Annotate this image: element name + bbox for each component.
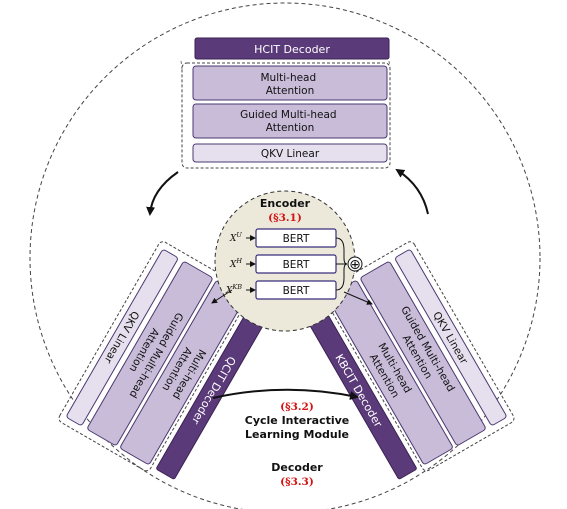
hcit-qkv-linear-label: QKV Linear bbox=[261, 148, 320, 160]
encoder-group: Encoder (§3.1) XU BERT XH BERT XKB BERT bbox=[211, 190, 373, 332]
hcit-multihead-attention-label: Multi-head Attention bbox=[260, 72, 319, 97]
encoder-input-var-u: XU bbox=[229, 231, 242, 244]
encoder-input-var-h: XH bbox=[229, 257, 242, 270]
encoder-sum-symbol: ⊕ bbox=[349, 257, 361, 273]
encoder-input-var-h-base: X bbox=[229, 260, 237, 270]
qcit-decoder-panel bbox=[58, 241, 251, 472]
kbcit-guided-attention-box bbox=[360, 261, 486, 446]
encoder-input-var-u-sup: U bbox=[236, 231, 242, 239]
cycle-arrow-qcit-to-kbcit bbox=[212, 388, 359, 400]
hcit-guided-attention-label: Guided Multi-head Attention bbox=[240, 109, 340, 134]
hcit-multihead-attention-box bbox=[192, 65, 388, 101]
hcit-decoder-group: HCIT Decoder Multi-head Attention Guided… bbox=[181, 37, 391, 169]
hcit-layer1-line2: Attention bbox=[266, 85, 314, 97]
encoder-input-var-kb-sup: KB bbox=[231, 283, 242, 291]
hcit-decoder-title: HCIT Decoder bbox=[254, 43, 330, 56]
kbcit-decoder-group: QKV Linear Guided Multi-head Attention M… bbox=[302, 241, 515, 480]
encoder-bert-label-2: BERT bbox=[283, 259, 310, 271]
cycle-arrow-kbcit-to-hcit bbox=[395, 168, 429, 215]
encoder-input-var-u-base: X bbox=[229, 234, 237, 244]
cycle-arrow-hcit-to-qcit bbox=[146, 171, 179, 216]
hcit-decoder-title-bar bbox=[194, 37, 390, 60]
encoder-input-var-kb: XKB bbox=[225, 283, 242, 296]
decoder-label-section: (§3.3) bbox=[280, 476, 314, 488]
kbcit-decoder-panel bbox=[322, 241, 515, 472]
hcit-layer1-line1: Multi-head bbox=[260, 72, 316, 84]
encoder-input-var-kb-base: X bbox=[225, 286, 233, 296]
encoder-bert-label-1: BERT bbox=[283, 233, 310, 245]
encoder-input-row: XU BERT bbox=[229, 228, 337, 248]
cycle-section-ref: (§3.2) bbox=[280, 401, 314, 413]
encoder-input-row: XH BERT bbox=[229, 254, 337, 274]
encoder-input-var-h-sup: H bbox=[235, 257, 242, 265]
encoder-to-kbcit-arrow bbox=[343, 291, 373, 305]
decoder-label: Decoder (§3.3) bbox=[271, 461, 323, 488]
encoder-input-row: XKB BERT bbox=[225, 280, 337, 300]
cycle-title-line1: Cycle Interactive bbox=[245, 414, 350, 427]
encoder-section-ref: (§3.1) bbox=[268, 212, 302, 224]
encoder-sum-node bbox=[347, 256, 363, 272]
cycle-title-line2: Learning Module bbox=[245, 428, 349, 441]
cycle-module-label: (§3.2) Cycle Interactive Learning Module bbox=[245, 401, 350, 441]
hcit-layer2-line1: Guided Multi-head bbox=[240, 109, 337, 121]
encoder-title: Encoder bbox=[260, 197, 311, 210]
hcit-qkv-linear-box bbox=[192, 143, 388, 163]
qcit-guided-attention-box bbox=[87, 261, 213, 446]
encoder-bert-label-3: BERT bbox=[283, 285, 310, 297]
outer-dashed-circle bbox=[29, 2, 541, 509]
decoder-label-title: Decoder bbox=[271, 461, 323, 474]
qcit-qkv-linear-box bbox=[66, 249, 178, 426]
kbcit-qkv-linear-box bbox=[395, 249, 507, 426]
hcit-decoder-panel bbox=[181, 62, 391, 169]
hcit-guided-attention-box bbox=[192, 103, 388, 139]
encoder-merge-lines bbox=[335, 237, 348, 291]
hcit-layer2-line2: Attention bbox=[266, 122, 314, 134]
cycle-arrows bbox=[146, 168, 429, 400]
qcit-decoder-group: QKV Linear Guided Multi-head Attention M… bbox=[58, 241, 271, 480]
encoder-to-qcit-arrow bbox=[211, 289, 233, 304]
